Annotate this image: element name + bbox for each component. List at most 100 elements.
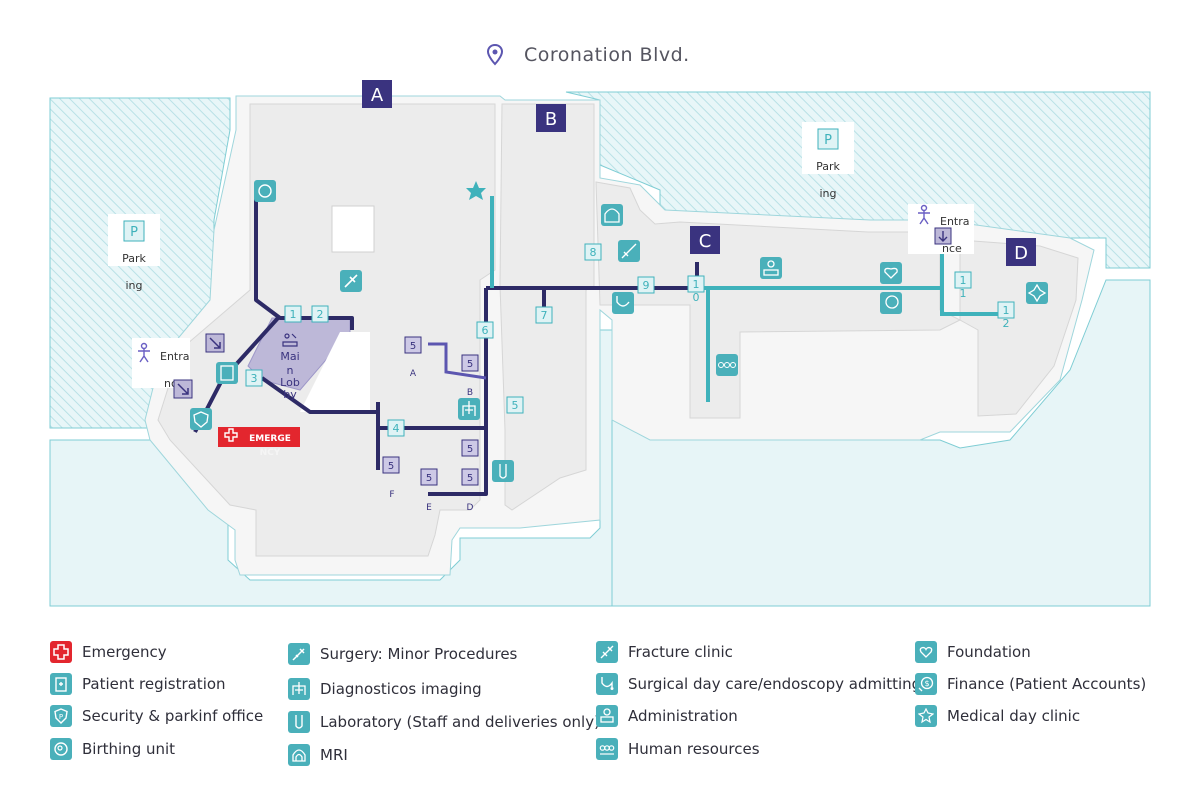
svg-text:Mai: Mai	[280, 350, 299, 363]
svg-text:1: 1	[960, 287, 967, 300]
svg-text:B: B	[545, 109, 557, 130]
legend-label: Birthing unit	[82, 740, 176, 758]
heart-hands-icon	[880, 262, 902, 284]
person-icon	[918, 204, 930, 225]
baby-icon	[50, 738, 72, 760]
marker-1: 1	[284, 305, 302, 323]
svg-text:D: D	[1014, 243, 1028, 264]
administration-icon	[596, 705, 618, 727]
legend-label: Diagnosticos imaging	[320, 680, 482, 698]
legend-item-surgical-day-care: Surgical day care/endoscopy admitting	[596, 673, 921, 695]
svg-text:1: 1	[693, 278, 700, 291]
legend-label: Medical day clinic	[947, 707, 1081, 725]
svg-text:3: 3	[251, 372, 258, 385]
svg-text:5: 5	[388, 461, 394, 472]
svg-text:nce: nce	[942, 242, 962, 255]
entrance-arrow-in-icon	[205, 333, 225, 353]
svg-text:5: 5	[467, 359, 473, 370]
marker-5-b: 5	[461, 354, 479, 372]
entrance-east: Entra nce	[908, 204, 974, 255]
svg-text:n: n	[287, 364, 294, 377]
stethoscope-icon	[596, 673, 618, 695]
svg-text:NCY: NCY	[260, 448, 281, 458]
marker-5-e: 5	[420, 468, 438, 486]
marker-7: 7	[535, 306, 553, 324]
marker-3: 3	[245, 369, 263, 387]
marker-10: 10	[687, 275, 705, 304]
legend-label: MRI	[320, 746, 348, 764]
svg-text:5: 5	[467, 473, 473, 484]
svg-text:5: 5	[426, 473, 432, 484]
legend-label: Foundation	[947, 643, 1031, 661]
route-navy	[193, 188, 700, 496]
finance-icon	[880, 292, 902, 314]
svg-text:5: 5	[512, 399, 519, 412]
svg-text:EMERGE: EMERGE	[249, 434, 291, 444]
svg-text:ing: ing	[125, 279, 142, 292]
wing-label-e: E	[426, 503, 432, 513]
svg-text:A: A	[371, 85, 384, 106]
legend-label: Laboratory (Staff and deliveries only)	[320, 713, 600, 731]
legend-item-surgery: Surgery: Minor Procedures	[288, 643, 517, 665]
svg-text:Park: Park	[816, 160, 840, 173]
svg-text:1: 1	[290, 308, 297, 321]
legend-item-laboratory: Laboratory (Staff and deliveries only)	[288, 711, 600, 733]
marker-4: 4	[387, 419, 405, 437]
people-icon	[596, 738, 618, 760]
marker-8: 8	[584, 243, 602, 261]
legend-item-fracture: Fracture clinic	[596, 641, 733, 663]
svg-text:8: 8	[590, 246, 597, 259]
legend-item-emergency: Emergency	[50, 641, 167, 663]
wing-label-f: F	[389, 490, 394, 500]
building-label-d: D	[1006, 238, 1036, 266]
marker-5-d: 5	[461, 439, 479, 457]
xray-icon	[288, 678, 310, 700]
legend: Emergency Patient registration P Securit…	[0, 630, 1196, 790]
legend-label: Fracture clinic	[628, 643, 733, 661]
svg-text:1: 1	[960, 274, 967, 287]
svg-text:Lob: Lob	[280, 376, 300, 389]
svg-text:P: P	[130, 225, 138, 240]
svg-text:4: 4	[393, 422, 400, 435]
star-icon	[466, 181, 486, 200]
syringe-icon	[340, 270, 362, 292]
legend-item-medical-day-clinic: Medical day clinic	[915, 705, 1080, 727]
building-label-a: A	[362, 80, 392, 108]
courtyard	[331, 205, 375, 253]
legend-item-security: P Security & parkinf office	[50, 705, 263, 727]
legend-item-birthing: Birthing unit	[50, 738, 175, 760]
arrow-down-icon	[934, 227, 952, 245]
marker-5-a: 5	[404, 336, 422, 354]
svg-text:1: 1	[1003, 304, 1010, 317]
marker-2: 2	[311, 305, 329, 323]
heart-hands-icon	[915, 641, 937, 663]
svg-text:7: 7	[541, 309, 548, 322]
syringe-icon	[288, 643, 310, 665]
marker-12: 12	[997, 301, 1015, 330]
emergency-entrance: EMERGE NCY	[218, 427, 300, 458]
svg-text:P: P	[59, 713, 63, 721]
marker-6: 6	[476, 321, 494, 339]
fracture-icon	[618, 240, 640, 262]
test-tube-icon	[288, 711, 310, 733]
mri-icon	[288, 744, 310, 766]
svg-text:P: P	[824, 133, 832, 148]
medical-clinic-icon	[1026, 282, 1048, 304]
svg-text:2: 2	[1003, 317, 1010, 330]
wing-label-d: D	[467, 503, 474, 513]
marker-11: 11	[954, 271, 972, 300]
street-name: Coronation Blvd.	[524, 44, 690, 66]
hospital-map: A B C D P Park ing P Park ing Entra nce …	[49, 80, 1151, 607]
marker-5-d2: 5	[461, 468, 479, 486]
main-lobby-label: Mai n Lob by	[280, 333, 300, 401]
marker-9: 9	[637, 276, 655, 294]
svg-text:Park: Park	[122, 252, 146, 265]
legend-label: Administration	[628, 707, 738, 725]
legend-label: Emergency	[82, 643, 167, 661]
svg-text:6: 6	[482, 324, 489, 337]
marker-5: 5	[506, 396, 524, 414]
street-label: Coronation Blvd.	[486, 44, 690, 66]
wing-label-a: A	[410, 369, 417, 379]
legend-item-administration: Administration	[596, 705, 738, 727]
building-label-c: C	[690, 226, 720, 254]
